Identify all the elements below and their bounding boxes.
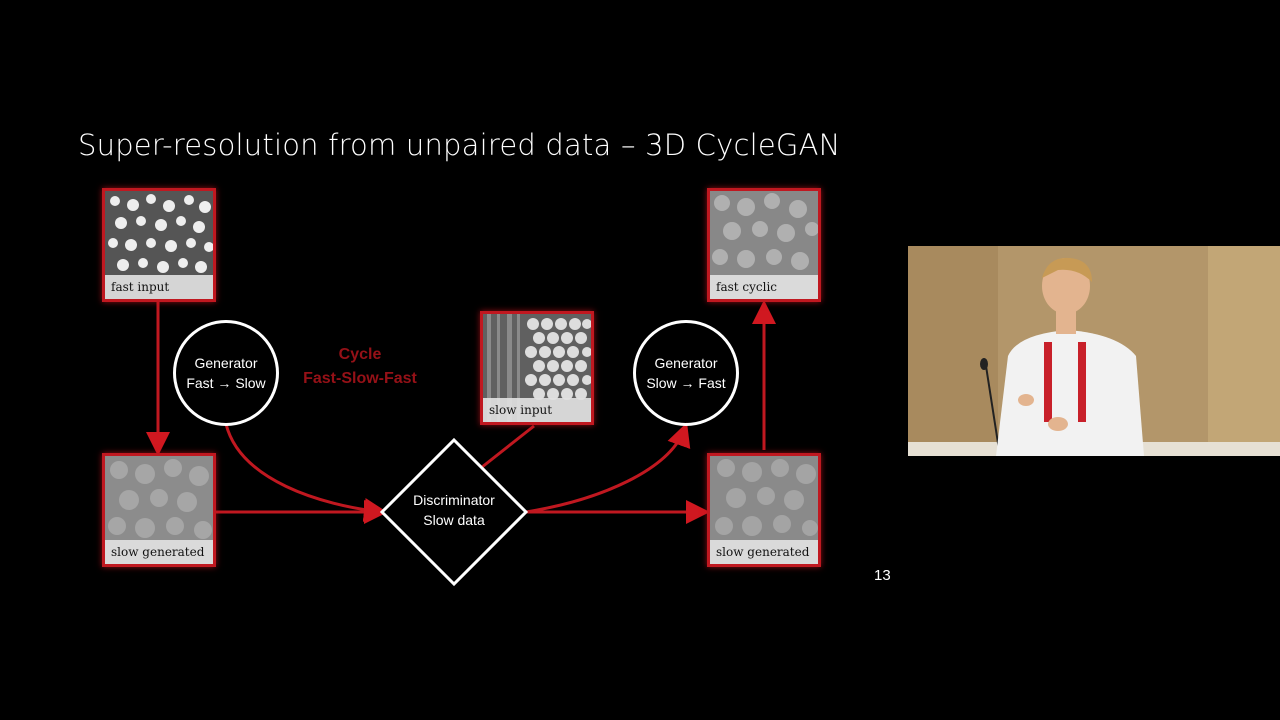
fast-cyclic-image: fast cyclic [707, 188, 821, 302]
fast-cyclic-label: fast cyclic [710, 275, 818, 299]
discriminator-label: Discriminator Slow data [392, 490, 516, 530]
cycle-line2: Fast-Slow-Fast [303, 370, 417, 387]
speaker-video-frame [908, 246, 1280, 456]
page-number: 13 [874, 567, 891, 584]
arrow-discriminator-to-generator-right [525, 422, 691, 514]
discriminator-diamond [379, 437, 529, 587]
fast-input-image: fast input [102, 188, 216, 302]
cycle-line1: Cycle [338, 346, 382, 363]
slow-input-label: slow input [483, 398, 591, 422]
cycle-label: Cycle Fast-Slow-Fast [290, 343, 430, 391]
speaker-video [908, 246, 1280, 456]
generator-fast-to-slow: Generator Fast → Slow [173, 320, 279, 426]
slow-generated-left-image: slow generated [102, 453, 216, 567]
slide-title: Super-resolution from unpaired data – 3D… [78, 128, 841, 162]
slow-generated-left-label: slow generated [105, 540, 213, 564]
generator-left-line2: Fast → Slow [186, 375, 266, 391]
generator-right-line1: Generator [654, 355, 718, 371]
arrow-generator-left-to-discriminator [224, 423, 388, 522]
slow-input-image: slow input [480, 311, 594, 425]
generator-right-line2: Slow → Fast [646, 375, 726, 391]
slow-generated-right-label: slow generated [710, 540, 818, 564]
fast-input-label: fast input [105, 275, 213, 299]
generator-left-line1: Generator [194, 355, 258, 371]
slow-generated-right-image: slow generated [707, 453, 821, 567]
discriminator-line1: Discriminator [413, 492, 495, 508]
discriminator-line2: Slow data [423, 512, 485, 528]
generator-slow-to-fast: Generator Slow → Fast [633, 320, 739, 426]
